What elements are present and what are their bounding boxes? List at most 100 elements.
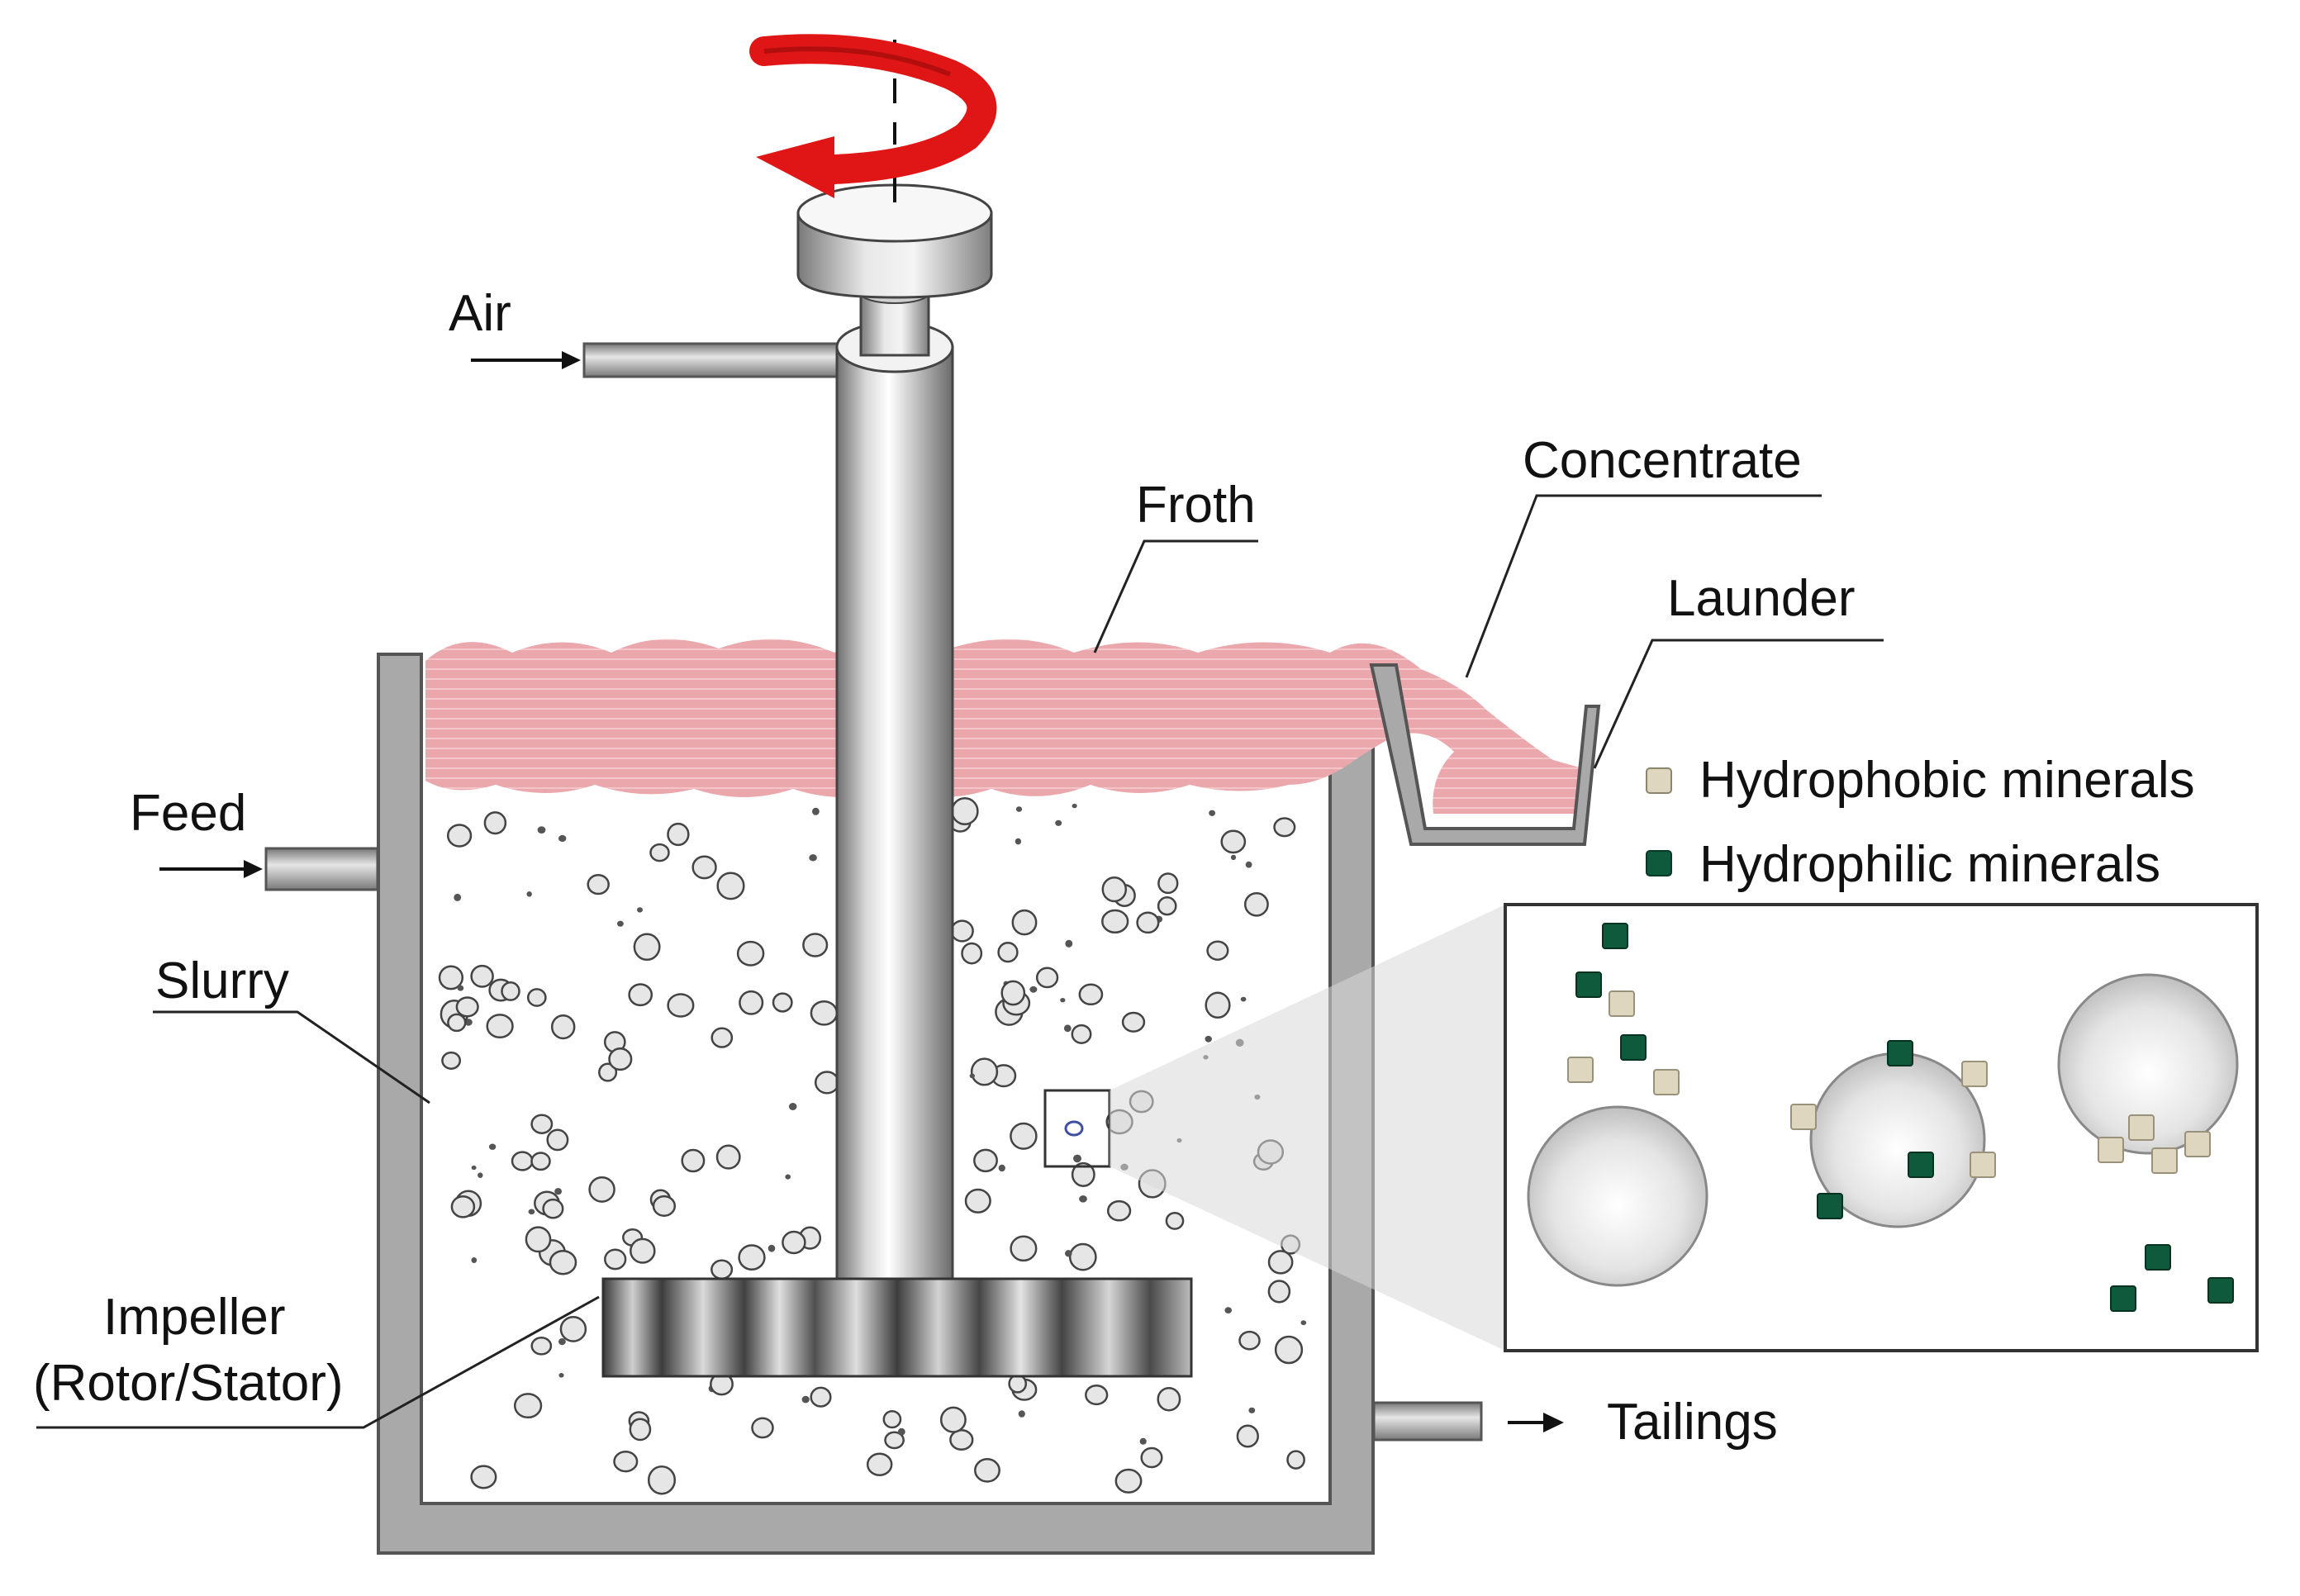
slurry-bubble	[1267, 1280, 1291, 1304]
slurry-bubble	[951, 796, 979, 826]
slurry-bubble	[1236, 1424, 1259, 1448]
hydrophilic-particle	[2145, 1244, 2171, 1271]
slurry-bubble	[1209, 810, 1215, 816]
slurry-bubble	[970, 1057, 999, 1086]
slurry-bubble	[866, 1452, 893, 1477]
slurry-bubble	[1267, 1250, 1294, 1275]
hydrophobic-particle	[1653, 1069, 1680, 1095]
slurry-bubble	[667, 993, 695, 1018]
zoom-projection	[1110, 905, 1505, 1351]
froth-leader	[1093, 539, 1258, 653]
slurry-bubble	[1273, 817, 1296, 838]
air-arrow-icon	[471, 351, 581, 369]
slurry-bubble	[537, 826, 546, 834]
slurry-bubble	[814, 1071, 840, 1095]
slurry-bubble	[1157, 896, 1177, 916]
slurry-bubble	[1245, 861, 1252, 868]
hydrophilic-particle	[1817, 1193, 1843, 1219]
slurry-bubble	[1139, 1437, 1147, 1445]
hydrophilic-swatch-icon	[1646, 850, 1672, 876]
slurry-bubble	[513, 1393, 543, 1419]
slurry-bubble	[617, 920, 624, 927]
slurry-bubble	[801, 1395, 810, 1404]
hydrophobic-particle	[2098, 1137, 2124, 1163]
slurry-bubble	[526, 891, 532, 897]
legend-hydrophobic-label: Hydrophobic minerals	[1699, 752, 2195, 809]
slurry-bubble	[667, 822, 690, 847]
slurry-bubble	[1008, 1374, 1028, 1394]
hydrophilic-particle	[1620, 1034, 1647, 1061]
slurry-bubble	[598, 1062, 618, 1082]
slurry-bubble	[613, 1451, 639, 1473]
hydrophilic-particle	[1887, 1040, 1913, 1066]
slurry-bubble	[471, 1257, 478, 1263]
slurry-bubble	[974, 1458, 1000, 1483]
slurry-bubble	[964, 1188, 991, 1214]
slurry-bubble	[630, 1237, 656, 1264]
slurry-bubble	[1114, 1468, 1143, 1494]
slurry-bubble	[802, 933, 829, 957]
slurry-bubble	[471, 1165, 477, 1171]
slurry-bubble	[950, 919, 974, 943]
slurry-bubble	[1106, 1199, 1132, 1222]
froth-layer	[425, 639, 1582, 814]
slurry-bubble	[525, 1226, 552, 1253]
slurry-bubble	[1015, 838, 1022, 845]
slurry-bubble	[1248, 1407, 1256, 1413]
slurry-bubble	[628, 983, 653, 1007]
shaft	[835, 345, 954, 1290]
slurry-bubble	[997, 942, 1019, 963]
slurry-bubble	[558, 1373, 564, 1378]
slurry-bubble	[1055, 819, 1062, 826]
slurry-bubble	[558, 834, 567, 843]
legend-hydrophilic-label: Hydrophilic minerals	[1699, 836, 2160, 893]
slurry-bubble	[969, 1073, 976, 1079]
slurry-bubble	[1206, 940, 1229, 961]
froth-label: Froth	[1136, 477, 1256, 534]
hydrophilic-particle	[1602, 923, 1628, 949]
slurry-bubble	[691, 855, 717, 880]
zoom-panel-content	[1527, 923, 2239, 1312]
slurry-bubble	[549, 1249, 577, 1275]
slurry-bubble	[438, 965, 464, 990]
slurry-bubble	[587, 873, 610, 895]
slurry-bubble	[550, 1014, 576, 1040]
impeller-label: Impeller	[103, 1289, 286, 1346]
slurry-bubble	[1224, 1307, 1232, 1313]
bubble-clean	[1527, 1105, 1708, 1287]
slurry-bubble	[637, 907, 643, 913]
bubble-loaded	[2057, 973, 2239, 1155]
hydrophobic-particle	[2151, 1147, 2178, 1174]
slurry-bubble	[751, 1417, 774, 1439]
impeller-sublabel: (Rotor/Stator)	[33, 1355, 344, 1412]
slurry-bubble	[949, 1429, 974, 1451]
slurry-bubble	[633, 933, 661, 962]
slurry-bubble	[1065, 939, 1073, 948]
slurry-bubble	[939, 1406, 967, 1433]
slurry-bubble	[882, 1409, 902, 1429]
slurry-bubble	[441, 1051, 462, 1070]
impeller-leader	[36, 1295, 600, 1429]
slurry-leader	[153, 1010, 430, 1104]
launder-label: Launder	[1667, 570, 1856, 627]
slurry-bubble	[1157, 872, 1179, 895]
slurry-bubble	[1101, 876, 1128, 903]
slurry-bubble	[1071, 1024, 1092, 1044]
slurry-bubble	[608, 1047, 633, 1071]
feed-pipe	[264, 847, 379, 891]
slurry-bubble	[470, 964, 494, 988]
hydrophilic-particle	[1908, 1152, 1934, 1178]
slurry-bubble	[488, 1143, 497, 1150]
slurry-bubble	[542, 1198, 564, 1219]
slurry-bubble	[558, 1338, 566, 1346]
slurry-bubble	[810, 1000, 839, 1026]
slurry-bubble	[897, 1427, 905, 1436]
slurry-bubble	[1157, 1386, 1181, 1412]
hydrophilic-particle	[1575, 971, 1602, 998]
slurry-bubble	[767, 1244, 776, 1252]
slurry-bubble	[483, 811, 507, 835]
slurry-bubble	[788, 1103, 797, 1110]
launder-leader	[1593, 639, 1884, 769]
hydrophilic-particle	[2207, 1277, 2234, 1304]
